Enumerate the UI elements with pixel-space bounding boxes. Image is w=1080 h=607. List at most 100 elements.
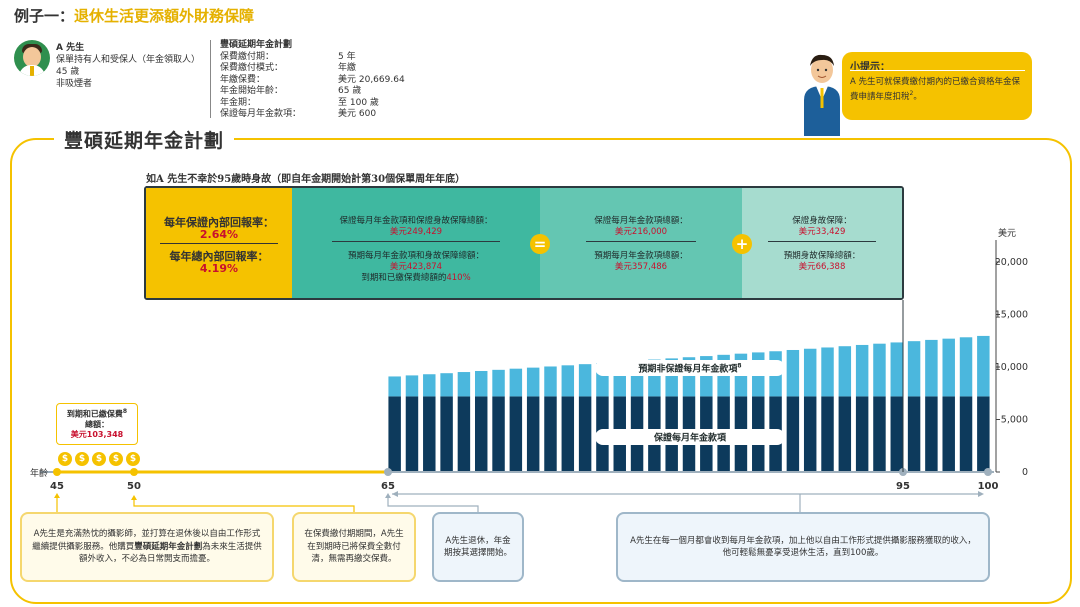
customer-profile: A 先生 保單持有人和受保人（年金領取人） 45 歲 非吸煙者 (56, 42, 200, 90)
annuity-projected-value: 美元357,486 (614, 262, 668, 272)
annuity-panel: 保證每月年金款項總額： 美元216,000 預期每月年金款項總額： 美元357,… (540, 188, 742, 298)
bar-guaranteed (821, 396, 834, 472)
bar-projected (890, 342, 904, 397)
arrow-left-icon (392, 491, 398, 497)
projected-series-label-pill (595, 360, 785, 376)
age-marker (984, 468, 992, 476)
age-tick-label: 95 (896, 481, 910, 492)
bar-guaranteed (977, 396, 990, 472)
story-note-retirement: A先生在每一個月都會收到每月年金款項，加上他以自由工作形式提供攝影服務獲取的收入… (616, 512, 990, 582)
bar-guaranteed (388, 396, 401, 472)
guaranteed-irr-value: 2.64% (199, 228, 239, 241)
plan-row: 保證每月年金款項：美元 600 (220, 109, 377, 119)
bar-guaranteed (544, 396, 557, 472)
y-tick-label: 10,000 (995, 362, 1028, 373)
y-tick-label: 15,000 (995, 310, 1028, 321)
age-tick-label: 65 (381, 481, 395, 492)
guaranteed-series-label: 保證每月年金款項 (653, 432, 727, 444)
age-marker (53, 468, 61, 476)
bar-guaranteed (492, 396, 505, 472)
example-title: 例子一：退休生活更添額外財務保障 (14, 5, 254, 26)
age-tick-label: 45 (50, 481, 64, 492)
bar-guaranteed (942, 396, 955, 472)
coin-icon: $ (75, 452, 89, 466)
bar-projected (561, 365, 575, 397)
profile-divider (210, 40, 211, 118)
plan-details: 豐碩延期年金計劃 保費繳付期：5 年 保費繳付模式：年繳 年繳保費：美元 20,… (220, 40, 405, 121)
irr-divider (160, 243, 278, 244)
plan-row: 保費繳付模式：年繳 (220, 63, 357, 73)
bar-projected (526, 367, 540, 397)
bar-guaranteed (873, 396, 886, 472)
bar-guaranteed (405, 396, 419, 472)
bar-projected (786, 349, 800, 397)
customer-name: A 先生 (56, 43, 85, 53)
age-tick-label: 100 (978, 481, 999, 492)
premium-total-callout: 到期和已繳保費8 總額： 美元103,348 (56, 403, 138, 445)
bar-guaranteed (561, 396, 575, 472)
y-tick-label: 0 (1022, 467, 1028, 478)
tip-title: 小提示： (850, 62, 890, 73)
bar-guaranteed (890, 396, 904, 472)
bar-projected (440, 373, 453, 397)
bar-projected (423, 374, 436, 397)
plan-row: 年金開始年齡：65 歲 (220, 86, 362, 96)
projected-series-label: 預期非保證每月年金款項8 (638, 363, 741, 375)
main-frame (10, 138, 1072, 604)
bar-projected (942, 338, 955, 397)
customer-avatar (14, 40, 50, 76)
plan-row: 年金期：至 100 歲 (220, 97, 379, 108)
bar-projected (855, 344, 869, 397)
tip-text: A 先生可就保費繳付期內的已繳合資格年金保費申請年度扣稅2。 (850, 77, 1021, 102)
bar-projected (544, 366, 557, 397)
bar-projected (821, 347, 834, 397)
y-axis-unit: 美元 (998, 227, 1016, 239)
death-guaranteed-value: 美元33,429 (798, 227, 846, 237)
coin-icon: $ (92, 452, 106, 466)
premium-total-value: 美元103,348 (70, 429, 124, 439)
bar-projected (838, 346, 852, 397)
bar-projected (803, 348, 817, 397)
bar-labels: 預期非保證每月年金款項8 保證每月年金款項 (595, 360, 785, 445)
tip-divider (850, 70, 1025, 71)
age-tick-label: 50 (127, 481, 141, 492)
equals-icon: = (530, 234, 550, 254)
bar-projected (492, 369, 505, 397)
coin-icon: $ (109, 452, 123, 466)
bar-projected (925, 339, 938, 397)
plus-icon: + (732, 234, 752, 254)
premium-coins: $ $ $ $ $ (58, 452, 140, 466)
bar-guaranteed (959, 396, 973, 472)
bar-guaranteed (803, 396, 817, 472)
result-summary-box: 每年保證內部回報率： 2.64% 每年總內部回報率： 4.19% 保證每月年金款… (144, 186, 904, 300)
bar-projected (873, 343, 886, 397)
bar-guaranteed (925, 396, 938, 472)
bar-projected (959, 337, 973, 397)
bar-guaranteed (578, 396, 592, 472)
plan-details-title: 豐碩延期年金計劃 (220, 40, 293, 50)
plan-row: 年繳保費：美元 20,669.64 (220, 74, 405, 85)
example-label: 例子一： (14, 7, 75, 25)
story-note-50: 在保費繳付期期間，A先生在到期時已將保費全數付清，無需再繳交保費。 (292, 512, 416, 582)
customer-age: 45 歲 (56, 67, 80, 77)
bar-projected (457, 372, 471, 397)
death-divider (768, 241, 876, 242)
age-axis-label: 年齡 (30, 467, 48, 479)
total-divider (332, 241, 500, 242)
bar-projected (474, 370, 488, 397)
bar-projected (509, 368, 523, 397)
customer-role: 保單持有人和受保人（年金領取人） (56, 55, 201, 65)
bar-guaranteed (423, 396, 436, 472)
bar-projected (977, 335, 990, 397)
total-guaranteed-value: 美元249,429 (389, 227, 443, 237)
section-title: 豐碩延期年金計劃 (54, 124, 235, 155)
note-connector (133, 500, 355, 512)
arrow-up-icon (385, 493, 391, 498)
age-marker (130, 468, 138, 476)
story-note-45: A先生是充滿熱忱的攝影師，並打算在退休後以自由工作形式繼續提供攝影服務。他購買豐… (20, 512, 274, 582)
advisor-figure-icon (804, 54, 840, 136)
bar-guaranteed (474, 396, 488, 472)
bar-guaranteed (907, 396, 921, 472)
plan-row: 保費繳付期：5 年 (220, 51, 356, 62)
